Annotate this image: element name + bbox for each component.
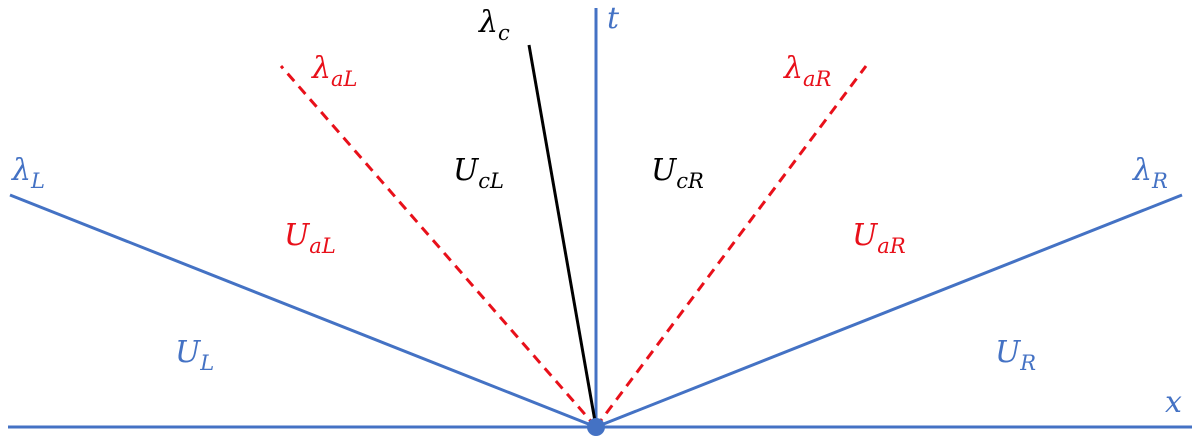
wave-contact-label: λc xyxy=(478,5,510,45)
wave-aR-line xyxy=(594,65,868,428)
state-UL-label: UL xyxy=(175,335,214,375)
state-UaL-label: UaL xyxy=(284,218,336,258)
state-UaR-label: UaR xyxy=(852,218,906,258)
wave-right-label: λR xyxy=(1132,153,1168,193)
wave-aR-label: λaR xyxy=(783,51,832,91)
origin-point xyxy=(587,418,605,436)
state-UcR-label: UcR xyxy=(651,153,704,193)
state-UR-label: UR xyxy=(995,335,1036,375)
wave-aL-label: λaL xyxy=(311,51,357,91)
state-UcL-label: UcL xyxy=(453,153,504,193)
wave-left-label: λL xyxy=(11,153,45,193)
wave-left-line xyxy=(9,193,597,429)
wave-contact-line xyxy=(527,44,598,428)
t-axis-label: t xyxy=(607,1,620,36)
wave-right-line xyxy=(595,193,1183,429)
wave-aL-line xyxy=(279,65,598,428)
x-axis-label: x xyxy=(1165,385,1182,420)
